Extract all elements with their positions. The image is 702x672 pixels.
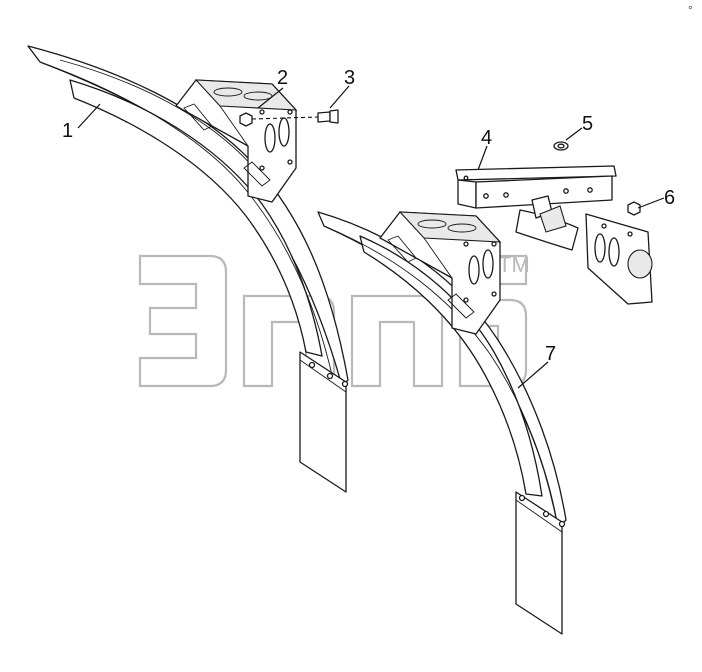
right-nut [627,201,641,216]
right-fender [317,211,567,635]
callout-6: 6 [664,187,675,209]
callout-5: 5 [582,113,593,135]
watermark-trademark: TM [498,252,530,277]
callout-7: 7 [545,343,556,365]
bolt [251,109,339,124]
callout-2: 2 [277,67,288,89]
corner-mark: ° [688,3,693,17]
leader-lines [77,85,665,389]
left-nut [239,112,253,127]
left-fender [27,45,349,493]
callout-4: 4 [481,127,492,149]
callout-3: 3 [344,67,355,89]
washer [553,141,569,151]
callout-1: 1 [62,120,73,142]
support-bracket [455,165,653,305]
